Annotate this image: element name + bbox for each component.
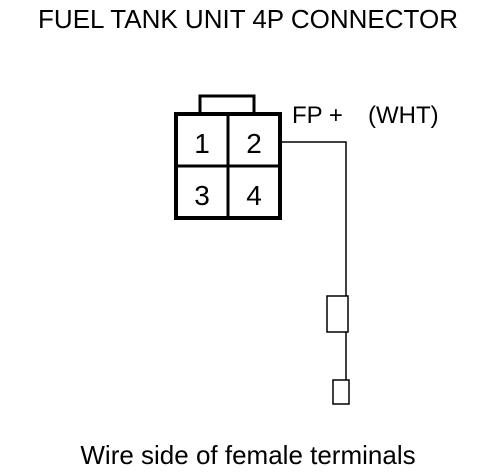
wire-line <box>280 141 347 296</box>
diagram-title: FUEL TANK UNIT 4P CONNECTOR <box>38 4 458 34</box>
diagram-caption: Wire side of female terminals <box>80 440 416 470</box>
pin-3-label: 3 <box>194 180 210 211</box>
wire-signal-label: FP + <box>292 102 343 129</box>
female-terminal-lower <box>332 379 350 405</box>
pin-1-label: 1 <box>194 128 210 159</box>
pin-2-label: 2 <box>246 128 262 159</box>
wire-color-label: (WHT) <box>368 102 439 129</box>
pin-4-label: 4 <box>246 180 262 211</box>
female-terminal-upper <box>326 295 349 333</box>
